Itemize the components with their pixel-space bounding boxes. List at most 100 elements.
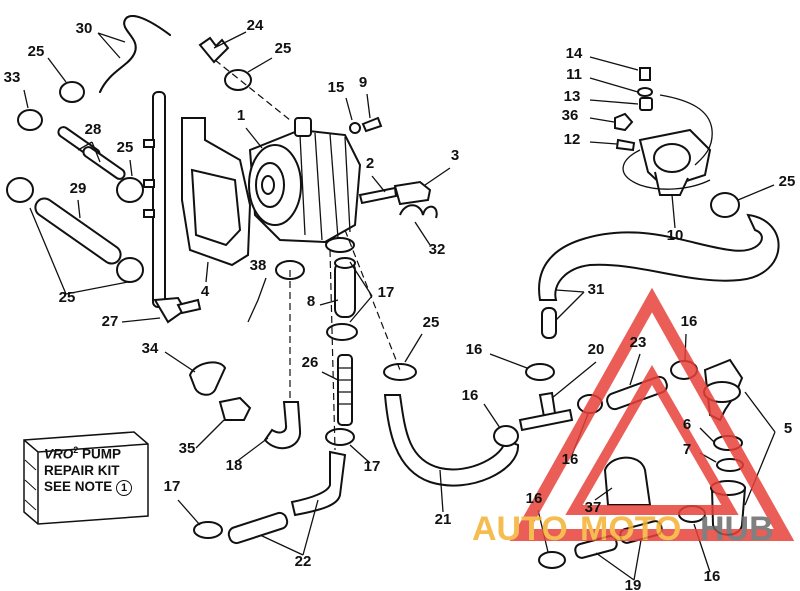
repair-kit-line3: SEE NOTE 1 <box>44 479 133 496</box>
callout-c21: 21 <box>435 511 452 528</box>
callout-c16c: 16 <box>462 387 479 404</box>
wire-10 <box>659 94 713 166</box>
callout-c1: 1 <box>237 107 245 124</box>
callout-c34: 34 <box>142 340 159 357</box>
callout-c4: 4 <box>201 283 210 300</box>
hose-31b <box>541 307 557 339</box>
bracket-37 <box>603 456 652 506</box>
callout-c18: 18 <box>226 457 243 474</box>
hose-21 <box>383 394 520 487</box>
callout-c5: 5 <box>784 420 792 437</box>
callout-c25a: 25 <box>28 43 45 60</box>
screw-14 <box>639 67 651 81</box>
callout-c24: 24 <box>247 17 264 34</box>
callout-c12: 12 <box>564 131 581 148</box>
clamp-16a <box>525 363 555 381</box>
clamp-25b <box>224 69 252 91</box>
repair-kit-text: VRO2 PUMP REPAIR KIT SEE NOTE 1 <box>44 442 133 496</box>
callout-c7: 7 <box>683 441 691 458</box>
callout-c17b: 17 <box>364 458 381 475</box>
callout-c25e: 25 <box>423 314 440 331</box>
repair-kit-box-outline <box>23 431 149 525</box>
repair-kit-line2: REPAIR KIT <box>44 462 120 478</box>
clamp-25f <box>710 192 740 218</box>
callout-c35: 35 <box>179 440 196 457</box>
callout-c10: 10 <box>667 227 684 244</box>
clamp-25e <box>116 257 144 283</box>
watermark-text-moto: MOTO <box>580 510 681 548</box>
watermark-text-hub: HUB <box>700 510 774 548</box>
callout-c3: 3 <box>451 147 459 164</box>
callout-c16f: 16 <box>704 568 721 585</box>
nut-36 <box>614 112 634 132</box>
callout-c30: 30 <box>76 20 93 37</box>
callout-c22: 22 <box>295 553 312 570</box>
hose-31 <box>538 213 780 301</box>
washer-15 <box>349 122 361 134</box>
repair-kit-line1: VRO2 PUMP <box>44 445 122 462</box>
callout-c37: 37 <box>585 499 602 516</box>
leader-lines <box>23 31 776 581</box>
callout-c8: 8 <box>307 293 315 310</box>
callout-c19: 19 <box>625 577 642 591</box>
clamp-25d <box>6 177 34 203</box>
callout-c17c: 17 <box>164 478 181 495</box>
callout-c23: 23 <box>630 334 647 351</box>
callout-c16a: 16 <box>681 313 698 330</box>
callout-c15: 15 <box>328 79 345 96</box>
callout-c2: 2 <box>366 155 374 172</box>
hose-34 <box>188 361 227 396</box>
fuel-pump-10 <box>622 128 712 196</box>
clamp-17d <box>193 521 223 539</box>
clamp-33 <box>17 109 43 131</box>
callout-c25d: 25 <box>59 289 76 306</box>
callout-c33: 33 <box>4 69 21 86</box>
callout-c28: 28 <box>85 121 102 138</box>
hose-22a <box>290 450 347 517</box>
screw-9 <box>361 116 383 133</box>
fitting-24 <box>198 36 230 64</box>
callout-c31: 31 <box>588 281 605 298</box>
watermark-text-auto: AUTO <box>472 510 568 548</box>
callout-c11: 11 <box>566 66 582 83</box>
clamp-17a <box>325 237 355 253</box>
callout-c13: 13 <box>564 88 581 105</box>
callout-c20: 20 <box>588 341 605 358</box>
watermark-triangle-outer <box>509 287 795 541</box>
callout-c29: 29 <box>70 180 87 197</box>
hose-18 <box>263 401 302 450</box>
hose-8 <box>334 261 356 318</box>
clamp-17c <box>325 428 355 446</box>
callout-c9: 9 <box>359 74 367 91</box>
callout-c25c: 25 <box>117 139 134 156</box>
clamp-25g <box>383 363 417 381</box>
check-valve-35 <box>218 396 252 421</box>
callout-c16d: 16 <box>562 451 579 468</box>
callout-c14: 14 <box>566 45 583 62</box>
clamp-17b <box>326 323 358 341</box>
callout-c26: 26 <box>302 354 319 371</box>
callout-c17a: 17 <box>378 284 395 301</box>
callout-c38: 38 <box>250 257 267 274</box>
note-number-badge: 1 <box>116 479 133 496</box>
terminal-13 <box>639 97 653 111</box>
inline-filter-26 <box>337 354 353 426</box>
callout-c27: 27 <box>102 313 119 330</box>
callout-c25b: 25 <box>275 40 292 57</box>
callout-c25f: 25 <box>779 173 796 190</box>
hose-22b <box>227 511 289 545</box>
terminal-12 <box>615 138 636 152</box>
elbow-3 <box>393 180 432 206</box>
clamp-16e <box>538 551 566 569</box>
fitting-2 <box>358 186 398 205</box>
callout-c16b: 16 <box>466 341 483 358</box>
watermark-logo: AUTO MOTO HUB <box>472 287 795 548</box>
callout-c36: 36 <box>562 107 579 124</box>
repair-kit-box: VRO2 PUMP REPAIR KIT SEE NOTE 1 <box>22 430 150 526</box>
callout-c32: 32 <box>429 241 446 258</box>
clip-32 <box>399 204 438 219</box>
fuel-pump-1 <box>248 117 362 244</box>
watermark-triangle-inner <box>565 365 739 515</box>
